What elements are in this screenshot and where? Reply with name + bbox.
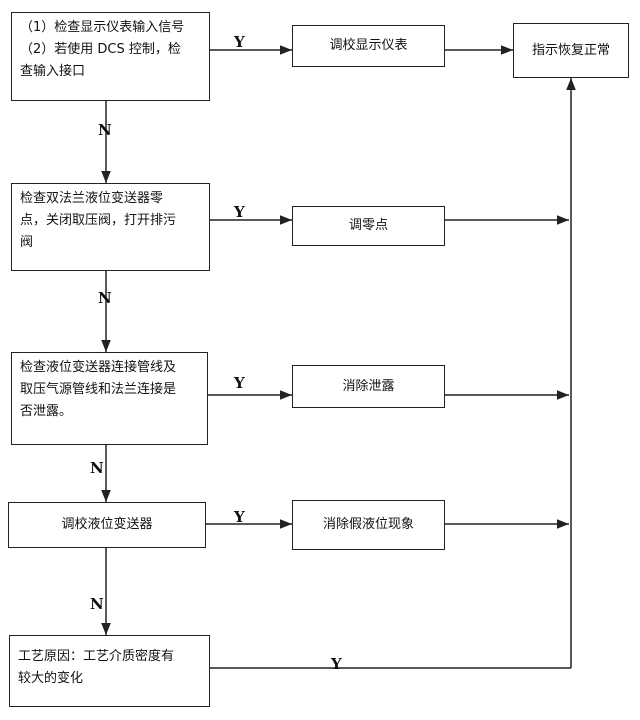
calibrate-display-box: 调校显示仪表 [292,25,445,67]
check-zero-line-2: 点，关闭取压阀，打开排污 [20,213,177,228]
yes-label-3: Y [234,374,245,392]
process-cause-box: 工艺原因：工艺介质密度有 较大的变化 [9,635,210,707]
process-cause-line-1: 工艺原因：工艺介质密度有 [18,649,175,664]
check-zero-line-3: 阀 [20,235,34,250]
check-leak-line-3: 否泄露。 [20,404,73,419]
no-label-4: N [90,595,104,613]
check-leak-line-1: 检查液位变送器连接管线及 [20,360,177,375]
check-display-line-1: （1）检查显示仪表输入信号 [20,20,185,35]
check-display-box: （1）检查显示仪表输入信号 （2）若使用 DCS 控制，检 查输入接口 [11,12,210,101]
calibrate-display-text: 调校显示仪表 [329,38,408,53]
adjust-zero-box: 调零点 [292,206,445,246]
eliminate-false-level-text: 消除假液位现象 [322,517,414,532]
check-leak-box: 检查液位变送器连接管线及 取压气源管线和法兰连接是 否泄露。 [11,352,208,445]
adjust-zero-text: 调零点 [348,218,388,233]
no-label-2: N [98,289,112,307]
eliminate-leak-box: 消除泄露 [292,365,445,408]
yes-label-5: Y [331,655,342,673]
no-label-3: N [90,459,104,477]
check-display-line-3: 查输入接口 [20,64,86,79]
eliminate-false-level-box: 消除假液位现象 [292,500,445,550]
yes-label-2: Y [234,203,245,221]
eliminate-leak-text: 消除泄露 [342,378,395,394]
calibrate-transmitter-text: 调校液位变送器 [61,517,153,532]
check-zero-line-1: 检查双法兰液位变送器零 [20,191,164,206]
check-leak-line-2: 取压气源管线和法兰连接是 [20,382,177,397]
check-display-line-2: （2）若使用 DCS 控制，检 [20,42,181,57]
indication-normal-box: 指示恢复正常 [513,23,629,78]
no-label-1: N [98,121,112,139]
process-cause-line-2: 较大的变化 [18,671,84,686]
check-zero-box: 检查双法兰液位变送器零 点，关闭取压阀，打开排污 阀 [11,183,210,271]
indication-normal-text: 指示恢复正常 [531,42,610,58]
yes-label-4: Y [234,508,245,526]
yes-label-1: Y [234,33,245,51]
calibrate-transmitter-box: 调校液位变送器 [8,502,206,548]
